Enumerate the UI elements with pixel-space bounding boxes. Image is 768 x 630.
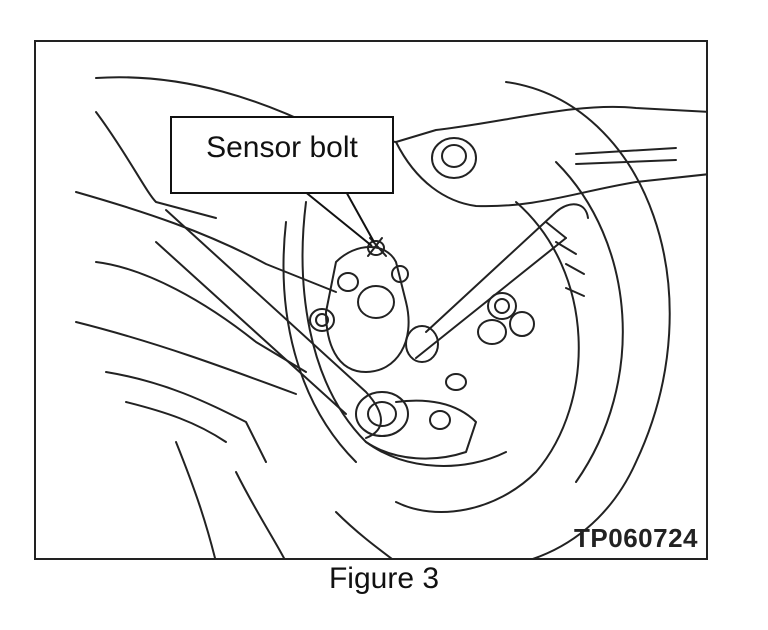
figure-caption: Figure 3 — [328, 562, 440, 595]
upper-arm — [425, 203, 589, 333]
callout-label-text: Sensor bolt — [206, 131, 358, 164]
lower-arm — [165, 209, 382, 439]
figure-code: TP060724 — [574, 523, 698, 553]
wheel-outline — [505, 81, 671, 558]
diagram-frame: Sensor bolt TP060724 — [34, 40, 708, 560]
suspension-illustration — [75, 76, 706, 558]
callout-label: Sensor bolt — [170, 116, 394, 194]
sensor-bolt-marker — [367, 240, 385, 256]
knuckle — [325, 246, 410, 373]
